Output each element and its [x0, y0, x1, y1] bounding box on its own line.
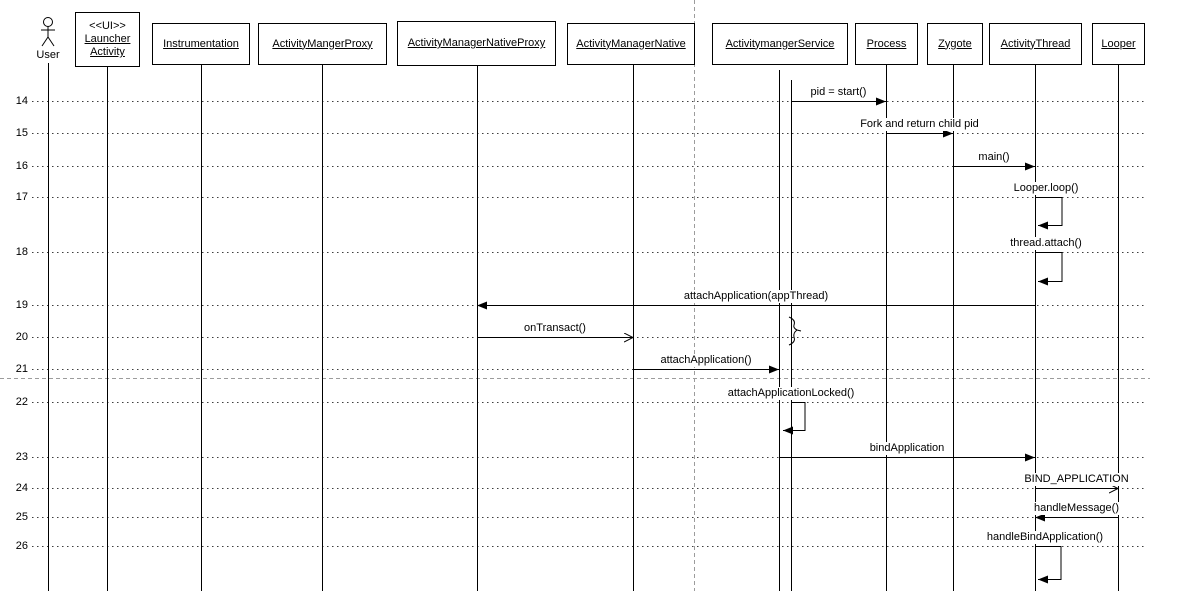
lifeline-label: Activity: [90, 46, 125, 58]
lifeline-box-activity-manger-proxy: ActivityMangerProxy: [258, 23, 387, 65]
message-arrow-handle-bind-application: [1035, 546, 1062, 584]
message-arrow-looper-loop: [1035, 197, 1063, 230]
lifeline-box-process: Process: [855, 23, 918, 65]
lifeline-box-looper: Looper: [1092, 23, 1145, 65]
lifeline-box-activity-manager-native: ActivityManagerNative: [567, 23, 695, 65]
message-label-thread-attach: thread.attach(): [1008, 237, 1084, 250]
message-label-handle-bind-application: handleBindApplication(): [984, 531, 1106, 544]
message-label-attach-application-appthread: attachApplication(appThread): [681, 290, 831, 303]
lifeline-box-activity-thread: ActivityThread: [989, 23, 1082, 65]
row-number-14: 14: [15, 95, 28, 107]
lifeline-label: ActivityManagerNative: [576, 37, 686, 50]
brace-annotation: [788, 316, 802, 346]
lifeline-box-activitymanger-service: ActivitymangerService: [712, 23, 848, 65]
message-arrow-attach-application-locked: [783, 402, 806, 435]
lifeline-box-activity-manager-native-proxy: ActivityManagerNativeProxy: [397, 21, 556, 66]
lifeline-label: <<UI>>: [89, 20, 126, 32]
lifeline-box-zygote: Zygote: [927, 23, 983, 65]
row-number-16: 16: [15, 160, 28, 172]
row-number-15: 15: [15, 127, 28, 139]
lifeline-label: ActivitymangerService: [725, 37, 835, 50]
row-number-17: 17: [15, 191, 28, 203]
row-number-18: 18: [15, 246, 28, 258]
row-number-20: 20: [15, 331, 28, 343]
row-number-22: 22: [15, 396, 28, 408]
message-label-attach-application: attachApplication(): [658, 354, 754, 367]
lifeline-box-instrumentation: Instrumentation: [152, 23, 250, 65]
row-number-24: 24: [15, 482, 28, 494]
lifeline-label: ActivityManagerNativeProxy: [407, 37, 546, 49]
lifeline-label: ActivityThread: [1000, 37, 1071, 50]
row-number-21: 21: [15, 363, 28, 375]
lifeline-label: ActivityMangerProxy: [272, 37, 373, 50]
message-label-on-transact: onTransact(): [522, 322, 588, 335]
message-label-looper-loop: Looper.loop(): [1011, 182, 1081, 195]
message-arrow-thread-attach: [1035, 252, 1063, 286]
lifeline-label: Launcher: [84, 33, 131, 45]
message-label-bind-application: bindApplication: [867, 442, 947, 455]
message-label-pid-start: pid = start(): [808, 86, 869, 99]
lifeline-label: Looper: [1101, 37, 1136, 50]
row-number-25: 25: [15, 511, 28, 523]
lifeline-label: Instrumentation: [163, 37, 239, 50]
user-actor-label: User: [36, 49, 60, 62]
row-number-26: 26: [15, 540, 28, 552]
lifeline-label: Process: [866, 37, 907, 50]
user-actor-icon: [41, 17, 55, 47]
message-label-bind-application-message: BIND_APPLICATION: [1022, 473, 1131, 486]
message-label-main: main(): [976, 151, 1012, 164]
row-number-23: 23: [15, 451, 28, 463]
message-label-attach-application-locked: attachApplicationLocked(): [725, 387, 857, 400]
row-number-19: 19: [15, 299, 28, 311]
message-label-handle-message: handleMessage(): [1032, 502, 1121, 515]
lifeline-label: Zygote: [938, 37, 972, 50]
message-label-fork-return-child-pid: Fork and return child pid: [858, 118, 981, 131]
